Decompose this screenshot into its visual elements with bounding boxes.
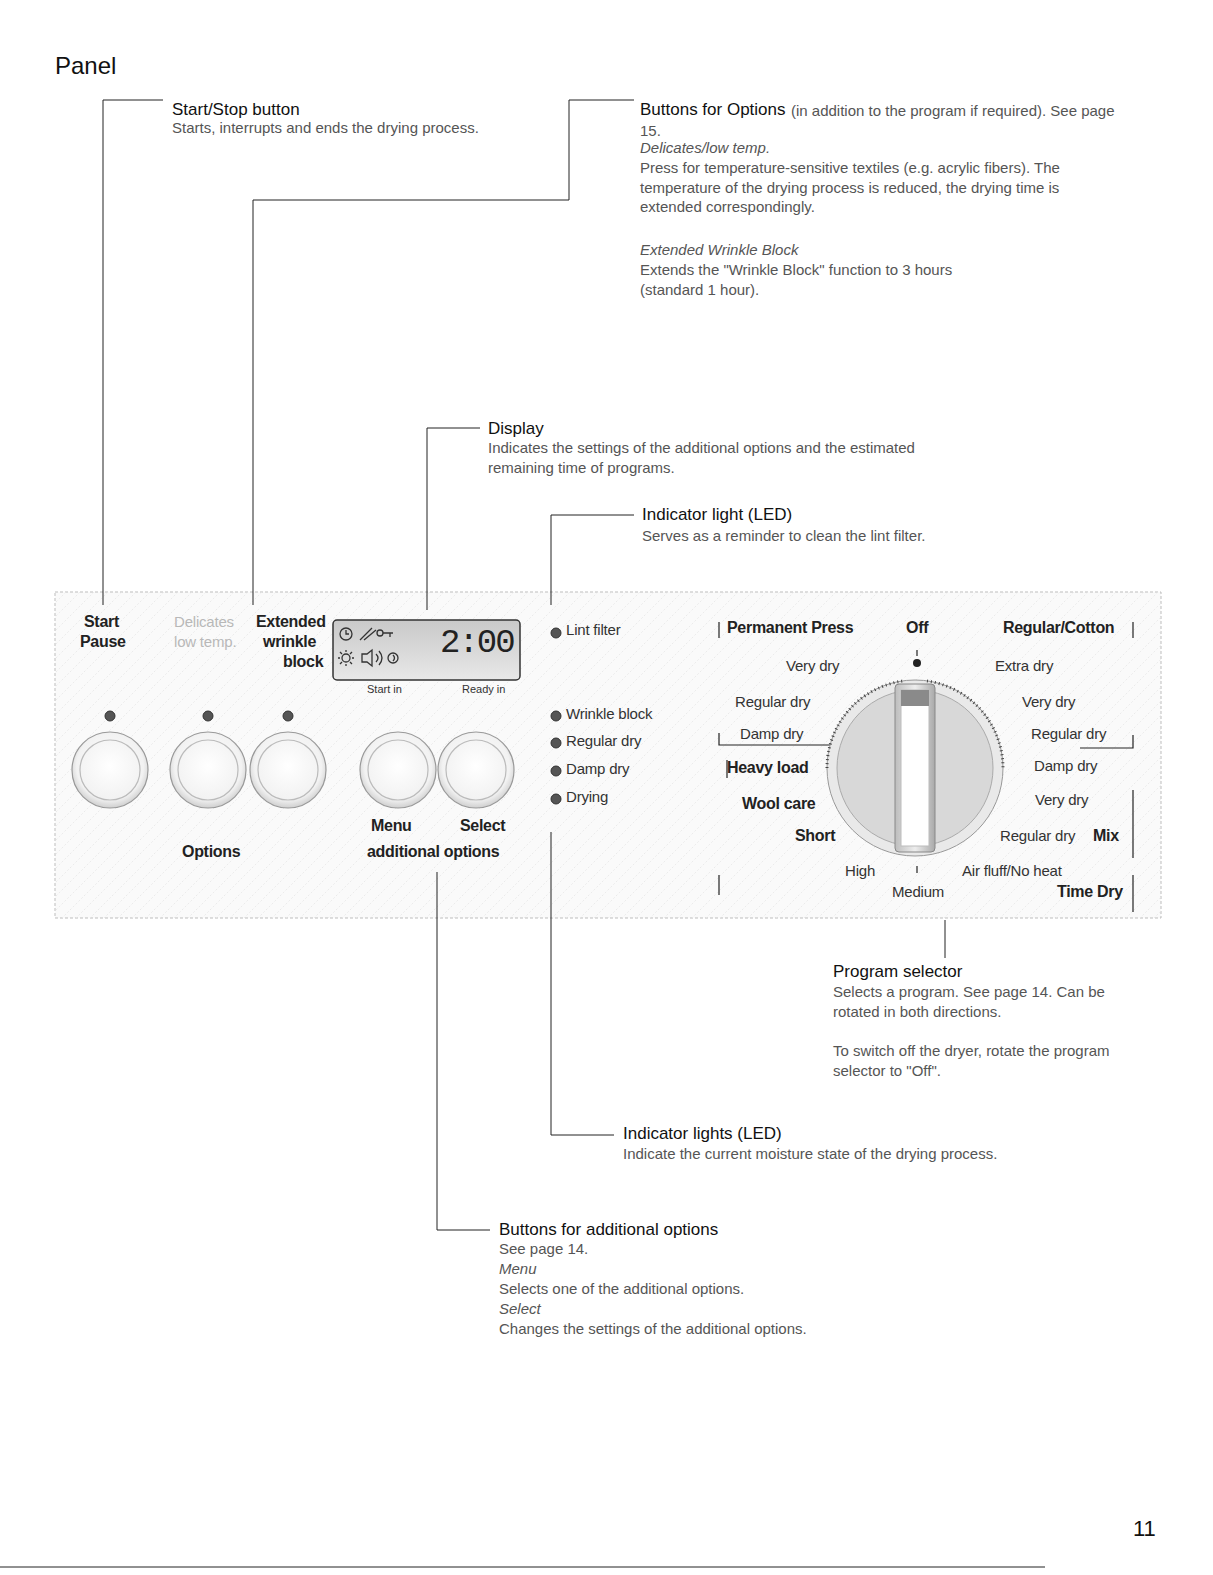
page-heading: Panel xyxy=(55,50,116,81)
callout-text: Starts, interrupts and ends the drying p… xyxy=(172,118,479,138)
program-option: High xyxy=(845,861,875,881)
button-label: Start xyxy=(84,612,119,633)
callout-text: Selects one of the additional options. xyxy=(499,1279,744,1299)
callout-text: Indicate the current moisture state of t… xyxy=(623,1144,1053,1164)
callout-text: Press for temperature-sensitive textiles… xyxy=(640,158,1070,217)
button-label: block xyxy=(283,652,323,673)
button-label: Extended xyxy=(256,612,326,633)
option-name: Menu xyxy=(499,1259,537,1279)
program-group: Heavy load xyxy=(727,758,809,779)
callout-heading: Program selector xyxy=(833,961,962,983)
display-label: Start in xyxy=(367,682,402,696)
program-group: Mix xyxy=(1093,826,1119,847)
program-option: Regular dry xyxy=(1000,826,1075,846)
display-label: Ready in xyxy=(462,682,505,696)
button-label: additional options xyxy=(367,842,499,863)
program-option: Regular dry xyxy=(735,692,810,712)
led-label: Wrinkle block xyxy=(566,704,652,724)
button-label: Menu xyxy=(371,816,412,837)
program-option: Damp dry xyxy=(1034,756,1097,776)
program-group: Time Dry xyxy=(1057,882,1123,903)
callout-text: See page 14. xyxy=(499,1239,588,1259)
button-label: wrinkle xyxy=(263,632,316,653)
callout-heading: Indicator light (LED) xyxy=(642,504,792,526)
program-group: Short xyxy=(795,826,835,847)
program-option: Medium xyxy=(892,882,944,902)
callout-text: Indicates the settings of the additional… xyxy=(488,438,978,477)
callout-heading: Start/Stop button xyxy=(172,99,300,121)
option-name: Select xyxy=(499,1299,541,1319)
program-group: Permanent Press xyxy=(727,618,853,639)
callout-text: To switch off the dryer, rotate the prog… xyxy=(833,1041,1133,1080)
program-option: Regular dry xyxy=(1031,724,1106,744)
program-option: Damp dry xyxy=(740,724,803,744)
led-label: Regular dry xyxy=(566,731,641,751)
button-label: Select xyxy=(460,816,505,837)
callout-text: (in addition to the program if required)… xyxy=(640,101,1120,140)
program-group: Regular/Cotton xyxy=(1003,618,1114,639)
program-option: Extra dry xyxy=(995,656,1053,676)
button-label: Delicates xyxy=(174,612,234,632)
program-option: Air fluff/No heat xyxy=(962,861,1062,881)
program-option: Very dry xyxy=(786,656,839,676)
led-label: Damp dry xyxy=(566,759,629,779)
display-time: 2:00 xyxy=(440,621,514,665)
callout-heading: Display xyxy=(488,418,544,440)
program-option: Very dry xyxy=(1022,692,1075,712)
callout-heading: Buttons for Options xyxy=(640,99,786,121)
callout-heading: Buttons for additional options xyxy=(499,1219,718,1241)
callout-text: Selects a program. See page 14. Can be r… xyxy=(833,982,1133,1021)
callout-text: Serves as a reminder to clean the lint f… xyxy=(642,526,925,546)
callout-text: Changes the settings of the additional o… xyxy=(499,1319,807,1339)
button-label: Pause xyxy=(80,632,126,653)
callout-text: Extends the "Wrinkle Block" function to … xyxy=(640,260,970,299)
option-name: Extended Wrinkle Block xyxy=(640,240,798,260)
program-option: Very dry xyxy=(1035,790,1088,810)
program-group: Wool care xyxy=(742,794,815,815)
option-name: Delicates/low temp. xyxy=(640,138,770,158)
button-label: low temp. xyxy=(174,632,236,652)
page-number: 11 xyxy=(1133,1515,1156,1544)
program-off: Off xyxy=(906,618,928,639)
button-label: Options xyxy=(182,842,240,863)
callout-heading: Indicator lights (LED) xyxy=(623,1123,782,1145)
led-label: Lint filter xyxy=(566,620,621,640)
led-label: Drying xyxy=(566,787,608,807)
